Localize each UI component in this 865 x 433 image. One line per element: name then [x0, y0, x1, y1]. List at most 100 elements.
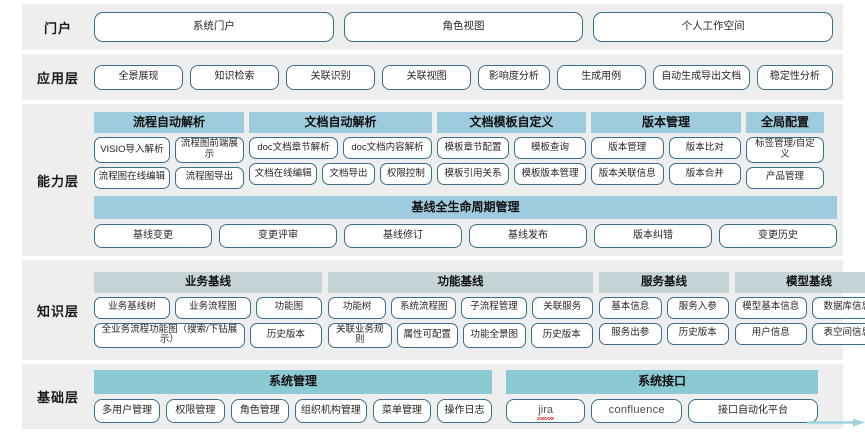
know-item-related-business-rule[interactable]: 关联业务规则 — [328, 322, 392, 348]
know-item-business-baseline-tree[interactable]: 业务基线树 — [94, 296, 170, 319]
layer-knowledge: 知识层 业务基线 业务基线树 业务流程图 功能图 全业务流程功能图（搜索/下钻展… — [22, 260, 865, 360]
cap-item-version-mgmt[interactable]: 版本管理 — [591, 137, 664, 160]
portal-item-system-portal[interactable]: 系统门户 — [94, 12, 334, 42]
group-row: 流程图在线编辑 流程图导出 — [94, 166, 244, 189]
app-item-relation-view[interactable]: 关联视图 — [382, 64, 472, 90]
base-item-multi-user-mgmt[interactable]: 多用户管理 — [94, 398, 161, 423]
base-item-confluence[interactable]: confluence — [591, 398, 683, 423]
app-item-panorama[interactable]: 全景展现 — [94, 64, 184, 90]
group-header-baseline-lifecycle: 基线全生命周期管理 — [94, 195, 837, 219]
lifecycle-item-version-correction[interactable]: 版本纠错 — [594, 223, 712, 248]
knowledge-group-function-baseline: 功能基线 功能树 系统流程图 子流程管理 关联服务 关联业务规则 属性可配置 功… — [328, 272, 593, 348]
cap-item-process-export[interactable]: 流程图导出 — [174, 166, 244, 189]
layer-body-application: 全景展现 知识检索 关联识别 关联视图 影响度分析 生成用例 自动生成导出文档 … — [94, 64, 843, 90]
app-item-relation-recognition[interactable]: 关联识别 — [286, 64, 376, 90]
know-item-user-info[interactable]: 用户信息 — [735, 322, 807, 345]
cap-item-product-mgmt[interactable]: 产品管理 — [746, 166, 824, 189]
cap-item-template-version-mgmt[interactable]: 模板版本管理 — [514, 163, 586, 186]
base-item-role-mgmt[interactable]: 角色管理 — [230, 398, 289, 423]
lifecycle-item-change-review[interactable]: 变更评审 — [219, 223, 337, 248]
base-item-jira[interactable]: jira — [506, 398, 586, 423]
know-item-system-flowchart[interactable]: 系统流程图 — [391, 296, 457, 319]
cap-item-version-relation-info[interactable]: 版本关联信息 — [591, 163, 664, 186]
group-header-system-mgmt: 系统管理 — [94, 370, 492, 394]
cap-item-version-merge[interactable]: 版本合并 — [668, 163, 741, 186]
lifecycle-item-baseline-revision[interactable]: 基线修订 — [344, 223, 462, 248]
know-item-related-service[interactable]: 关联服务 — [531, 296, 593, 319]
capability-group-process-parsing: 流程自动解析 VISIO导入解析 流程图前端展 示 流程图在线编辑 流程图导出 — [94, 112, 244, 189]
cap-item-tag-mgmt-custom[interactable]: 标签管理/自定 义 — [746, 137, 824, 163]
know-item-function-panorama[interactable]: 功能全景图 — [463, 322, 526, 348]
cap-item-permission-control[interactable]: 权限控制 — [379, 163, 432, 186]
group-row: 模型基本信息 数据库信息 — [735, 296, 865, 319]
cap-item-version-compare[interactable]: 版本比对 — [668, 137, 741, 160]
know-item-business-flowchart[interactable]: 业务流程图 — [174, 296, 251, 319]
know-item-tablespace-info[interactable]: 表空间信息 — [811, 322, 865, 345]
group-row: 文档在线编辑 文档导出 权限控制 — [249, 163, 432, 186]
knowledge-group-service-baseline: 服务基线 基本信息 服务入参 服务出参 历史版本 — [599, 272, 729, 345]
lifecycle-item-baseline-change[interactable]: 基线变更 — [94, 223, 212, 248]
group-row: 模板引用关系 模板版本管理 — [437, 163, 586, 186]
know-item-history-version-service[interactable]: 历史版本 — [666, 322, 729, 345]
know-item-full-business-process-function-map[interactable]: 全业务流程功能图（搜索/下钻展示） — [94, 322, 245, 348]
group-header-version-mgmt: 版本管理 — [591, 112, 741, 134]
lifecycle-item-change-history[interactable]: 变更历史 — [719, 223, 837, 248]
layer-label-portal: 门户 — [43, 20, 72, 36]
layer-label-knowledge: 知识层 — [36, 303, 79, 319]
know-item-service-input-param[interactable]: 服务入参 — [666, 296, 729, 319]
capability-lifecycle-section: 基线全生命周期管理 基线变更 变更评审 基线修订 基线发布 版本纠错 变更历史 — [94, 195, 837, 248]
group-row: 服务出参 历史版本 — [599, 322, 729, 345]
layer-label-foundation: 基础层 — [36, 390, 79, 405]
group-header-business-baseline: 业务基线 — [94, 272, 322, 293]
know-item-service-output-param[interactable]: 服务出参 — [599, 322, 662, 345]
know-item-database-info[interactable]: 数据库信息 — [811, 296, 865, 319]
group-header-model-baseline: 模型基线 — [735, 272, 865, 293]
foundation-group-list: 系统管理 多用户管理 权限管理 角色管理 组织机构管理 菜单管理 操作日志 系统… — [94, 370, 837, 423]
foundation-group-system-mgmt: 系统管理 多用户管理 权限管理 角色管理 组织机构管理 菜单管理 操作日志 — [94, 370, 492, 423]
know-item-subprocess-mgmt[interactable]: 子流程管理 — [461, 296, 527, 319]
cap-item-template-query[interactable]: 模板查询 — [514, 137, 586, 160]
app-item-auto-export-doc[interactable]: 自动生成导出文档 — [652, 64, 750, 90]
cap-item-doc-chapter-parse[interactable]: doc文档章节解析 — [249, 137, 338, 160]
base-item-permission-mgmt[interactable]: 权限管理 — [166, 398, 225, 423]
know-item-attribute-configurable[interactable]: 属性可配置 — [396, 322, 458, 348]
cap-item-process-online-edit[interactable]: 流程图在线编辑 — [94, 166, 170, 189]
portal-item-personal-workspace[interactable]: 个人工作空间 — [593, 12, 834, 42]
group-row: VISIO导入解析 流程图前端展 示 — [94, 137, 244, 163]
cap-item-visio-import-parse[interactable]: VISIO导入解析 — [94, 137, 170, 163]
know-item-function-diagram[interactable]: 功能图 — [255, 296, 323, 319]
know-item-history-version-business[interactable]: 历史版本 — [249, 322, 322, 348]
app-item-stability-analysis[interactable]: 稳定性分析 — [756, 64, 833, 90]
portal-item-role-view[interactable]: 角色视图 — [343, 12, 584, 42]
lifecycle-item-baseline-release[interactable]: 基线发布 — [469, 223, 587, 248]
cap-item-template-chapter-config[interactable]: 模板章节配置 — [437, 137, 509, 160]
group-row: 业务基线树 业务流程图 功能图 — [94, 296, 323, 319]
cap-item-process-frontend-display[interactable]: 流程图前端展 示 — [174, 137, 244, 163]
know-item-model-basic-info[interactable]: 模型基本信息 — [735, 296, 807, 319]
base-item-menu-mgmt[interactable]: 菜单管理 — [372, 398, 432, 423]
know-item-history-version-function[interactable]: 历史版本 — [530, 322, 593, 348]
knowledge-group-list: 业务基线 业务基线树 业务流程图 功能图 全业务流程功能图（搜索/下钻展示） 历… — [94, 272, 865, 348]
group-row: jira confluence 接口自动化平台 — [506, 398, 818, 423]
group-row: 版本关联信息 版本合并 — [591, 163, 741, 186]
capability-group-doc-template: 文档模板自定义 模板章节配置 模板查询 模板引用关系 模板版本管理 — [437, 112, 586, 186]
app-item-generate-case[interactable]: 生成用例 — [556, 64, 646, 90]
knowledge-group-business-baseline: 业务基线 业务基线树 业务流程图 功能图 全业务流程功能图（搜索/下钻展示） 历… — [94, 272, 323, 348]
know-item-function-tree[interactable]: 功能树 — [328, 296, 387, 319]
base-item-api-automation-platform[interactable]: 接口自动化平台 — [688, 398, 818, 423]
layer-body-portal: 系统门户 角色视图 个人工作空间 — [94, 12, 843, 42]
layer-body-knowledge: 业务基线 业务基线树 业务流程图 功能图 全业务流程功能图（搜索/下钻展示） 历… — [94, 272, 865, 348]
base-item-org-structure-mgmt[interactable]: 组织机构管理 — [294, 398, 367, 423]
app-item-impact-analysis[interactable]: 影响度分析 — [478, 64, 550, 90]
know-item-basic-info[interactable]: 基本信息 — [599, 296, 662, 319]
layer-portal: 门户 系统门户 角色视图 个人工作空间 — [22, 4, 843, 50]
cap-item-template-reference[interactable]: 模板引用关系 — [437, 163, 509, 186]
group-header-doc-template: 文档模板自定义 — [437, 112, 586, 134]
cap-item-doc-content-parse[interactable]: doc文档内容解析 — [343, 137, 432, 160]
capability-group-global-config: 全局配置 标签管理/自定 义 产品管理 — [746, 112, 824, 189]
cap-item-doc-online-edit[interactable]: 文档在线编辑 — [249, 163, 318, 186]
layer-label-application: 应用层 — [36, 70, 79, 86]
base-item-operation-log[interactable]: 操作日志 — [437, 398, 492, 423]
app-item-knowledge-search[interactable]: 知识检索 — [190, 64, 280, 90]
cap-item-doc-export[interactable]: 文档导出 — [322, 163, 375, 186]
